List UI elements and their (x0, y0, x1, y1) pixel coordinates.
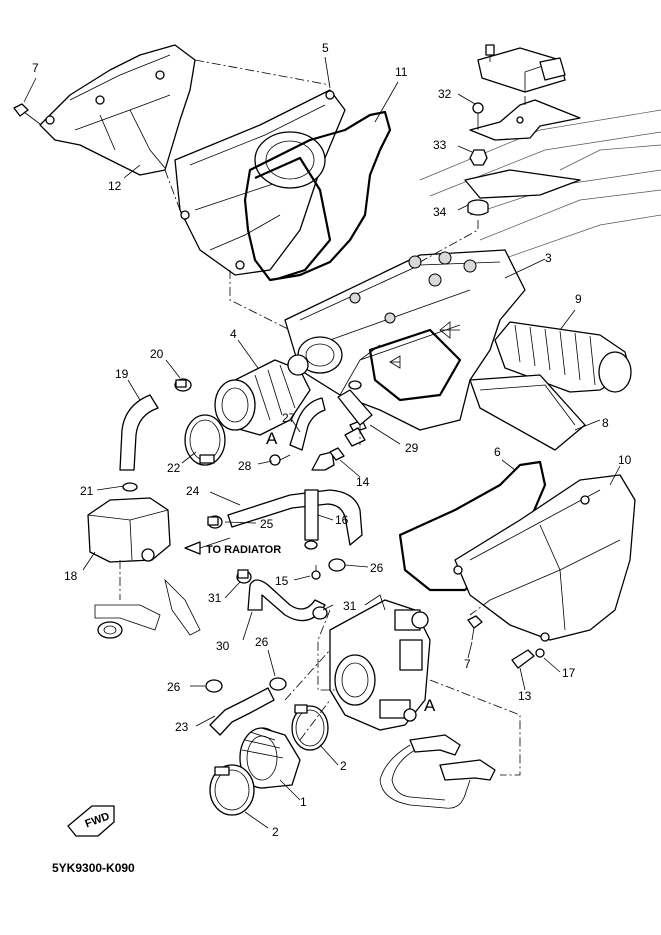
leader-lines (23, 56, 621, 829)
frame-rails (419, 109, 661, 261)
clamp-2-lower (209, 764, 255, 816)
callout-27: 27 (282, 411, 296, 425)
callout-26-mid: 26 (370, 561, 384, 575)
callout-29: 29 (405, 441, 419, 455)
ref-a-right: A (424, 696, 436, 715)
hose-27 (289, 397, 326, 451)
hose-16 (304, 489, 319, 550)
callout-5: 5 (322, 41, 329, 55)
callout-31-right: 31 (343, 599, 357, 613)
bolt-32 (472, 102, 484, 130)
ecu-module (477, 44, 566, 93)
callout-34: 34 (433, 205, 447, 219)
callout-6: 6 (494, 445, 501, 459)
clamp-2-upper (291, 704, 329, 751)
throttle-body (329, 594, 431, 731)
nut-33 (469, 149, 488, 166)
callout-33: 33 (433, 138, 447, 152)
bolt-7-right (467, 615, 483, 641)
callout-24: 24 (186, 484, 200, 498)
bolt-15 (311, 565, 321, 580)
cover-10 (453, 474, 636, 642)
clamp-20 (174, 378, 192, 392)
clamp-26-low (269, 677, 287, 691)
ref-a-left: A (266, 429, 278, 448)
clip-17 (535, 648, 545, 658)
airbox-lid-5 (174, 89, 346, 276)
callout-7-right: 7 (464, 657, 471, 671)
callout-31-left: 31 (208, 591, 222, 605)
hose-23 (209, 687, 275, 736)
pipe-13 (511, 649, 535, 669)
hose-24 (227, 489, 363, 546)
sub-harness (379, 734, 496, 809)
callout-3: 3 (545, 251, 552, 265)
callout-26-left: 26 (167, 680, 181, 694)
callout-15: 15 (275, 574, 289, 588)
clip-28 (269, 454, 291, 466)
callout-4: 4 (230, 327, 237, 341)
callout-14: 14 (356, 475, 370, 489)
clamp-26-left (205, 679, 223, 693)
airbox-3 (284, 249, 526, 433)
callout-16: 16 (335, 513, 349, 527)
fwd-arrow-icon: FWD (67, 805, 115, 837)
callout-28: 28 (238, 459, 252, 473)
intake-duct-9 (494, 321, 632, 393)
bracket-plate (469, 96, 581, 141)
gasket-11 (243, 110, 392, 282)
callout-12: 12 (108, 179, 122, 193)
callout-8: 8 (602, 416, 609, 430)
callout-7-top: 7 (32, 61, 39, 75)
callout-22: 22 (167, 461, 181, 475)
callout-30: 30 (216, 639, 230, 653)
bolt-7-top (13, 103, 41, 125)
hose-30 (247, 579, 326, 622)
clamp-25 (207, 515, 223, 529)
reservoir-18 (87, 497, 171, 563)
to-radiator-arrow (184, 537, 231, 555)
callout-23: 23 (175, 720, 189, 734)
callout-13: 13 (518, 689, 532, 703)
cap-21 (122, 482, 138, 492)
catalog-code: 5YK9300-K090 (52, 861, 135, 875)
grommet-34 (467, 199, 489, 216)
reservoir-bracket (94, 578, 201, 639)
callout-10: 10 (618, 453, 632, 467)
clamp-31-left (236, 569, 252, 584)
callout-17: 17 (562, 666, 576, 680)
callout-1: 1 (300, 795, 307, 809)
intake-boot-4 (214, 354, 311, 436)
clamp-22 (184, 414, 226, 466)
clamp-26-mid (328, 558, 346, 572)
callout-2-upper: 2 (340, 759, 347, 773)
callout-11: 11 (395, 65, 408, 79)
assembly-lines (119, 59, 521, 776)
callout-numbers: 7 5 11 12 32 33 34 3 9 8 4 20 19 22 27 2… (32, 41, 632, 839)
callout-20: 20 (150, 347, 164, 361)
callout-21: 21 (80, 484, 94, 498)
callout-18: 18 (64, 569, 78, 583)
callout-9: 9 (575, 292, 582, 306)
hose-14 (311, 447, 345, 471)
callout-32: 32 (438, 87, 452, 101)
callout-26-low: 26 (255, 635, 269, 649)
side-cover-12 (39, 44, 196, 176)
filter-8 (469, 374, 586, 451)
callout-2-lower: 2 (272, 825, 279, 839)
joint-1 (239, 727, 301, 789)
callout-25: 25 (260, 517, 274, 531)
to-radiator-label: TO RADIATOR (206, 544, 281, 556)
callout-19: 19 (115, 367, 129, 381)
hose-19 (119, 394, 159, 471)
